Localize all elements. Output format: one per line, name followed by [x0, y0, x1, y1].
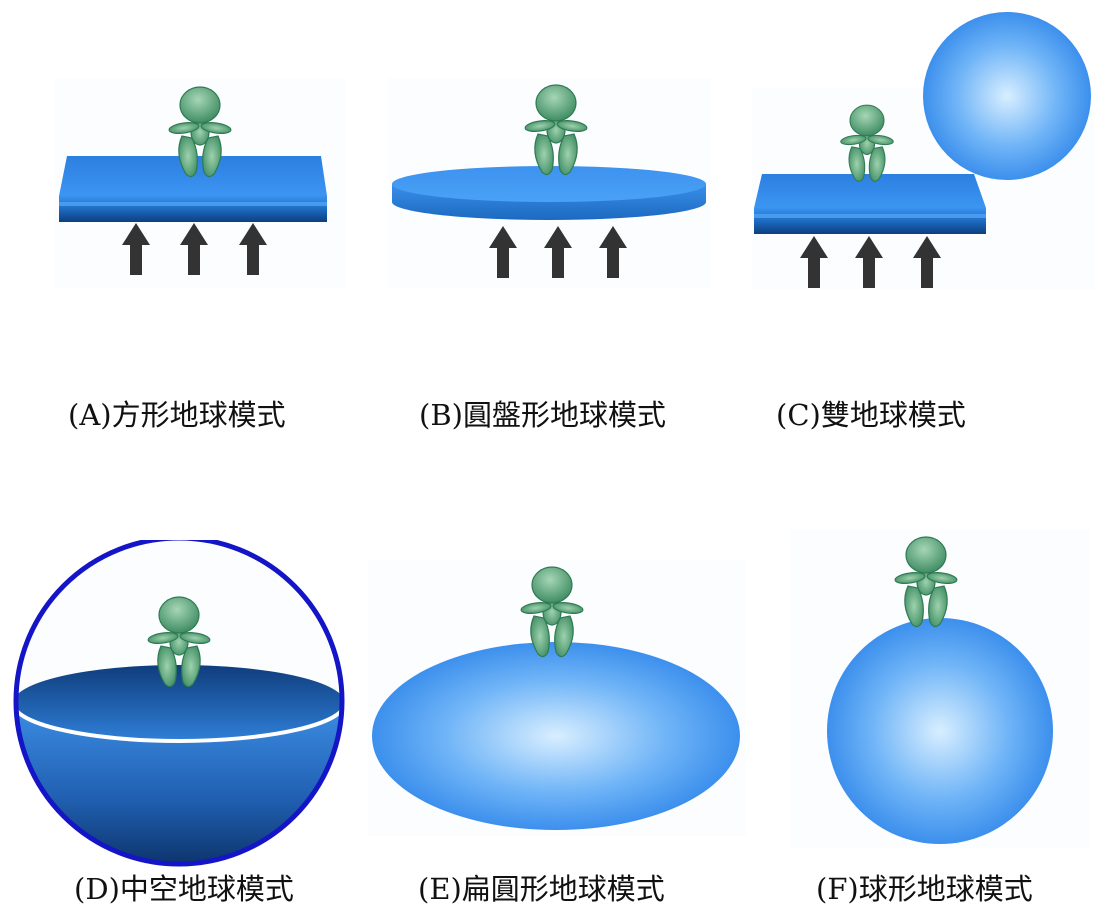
spherical-earth-ball: [827, 618, 1053, 844]
hollow-earth-bowl: [16, 665, 342, 864]
panel-double-earth: [752, 8, 1094, 290]
panel-disc-earth: [388, 78, 710, 288]
panel-hollow-earth: [2, 540, 360, 870]
panel-square-earth: [55, 78, 345, 288]
disc-earth: [392, 166, 706, 220]
caption-model-e: (E)扁圓形地球模式: [418, 872, 665, 906]
caption-model-d: (D)中空地球模式: [74, 872, 294, 906]
second-earth-ball: [923, 12, 1091, 180]
sphere-outline: [13, 540, 345, 867]
caption-model-b: (B)圓盤形地球模式: [419, 398, 666, 432]
caption-model-c: (C)雙地球模式: [776, 398, 966, 432]
caption-model-a: (A)方形地球模式: [68, 398, 286, 432]
square-earth-slab: [754, 174, 986, 234]
oblate-earth-ellipse: [372, 642, 740, 830]
panel-oblate-earth: [368, 560, 746, 836]
caption-model-f: (F)球形地球模式: [816, 872, 1033, 906]
panel-spherical-earth: [790, 530, 1090, 848]
